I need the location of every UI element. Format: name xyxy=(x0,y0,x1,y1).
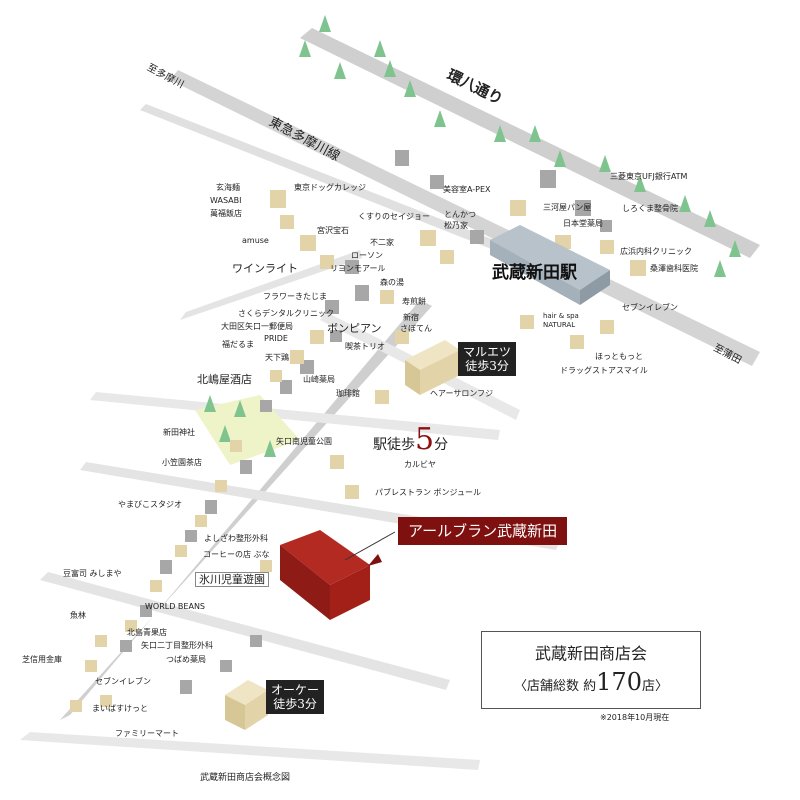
info-title: 武蔵新田商店会 xyxy=(534,644,647,663)
okay-tag: オーケー 徒歩3分 xyxy=(266,680,325,714)
shop-label: つばめ薬局 xyxy=(166,655,206,664)
road-low-cross xyxy=(40,572,450,690)
shop-label: ドラッグストアスマイル xyxy=(560,366,648,375)
shop-label: 宮沢宝石 xyxy=(317,226,349,235)
property-building xyxy=(280,530,370,620)
info-count-prefix: 〈店舗総数 約 xyxy=(514,679,597,694)
shop-label: リヨンモアール xyxy=(330,264,386,273)
station-walk-suffix: 分 xyxy=(434,437,449,453)
shop-label: ワインライト xyxy=(232,262,298,275)
station-building xyxy=(490,225,610,305)
shop-label: よしざわ整形外科 xyxy=(204,534,268,543)
shop-label: 豆富司 みしまや xyxy=(63,569,122,578)
shop-label: 矢口南児童公園 xyxy=(276,437,332,446)
shop-label: 東京ドッグカレッジ xyxy=(294,183,366,192)
shop-label: 日本堂薬局 xyxy=(563,219,603,228)
shop-label: 三菱東京UFJ銀行ATM xyxy=(610,172,688,181)
shop-label: NATURAL xyxy=(543,321,576,329)
shop-label: 矢口二丁目整形外科 xyxy=(141,641,213,650)
shop-label: フラワーきたじま xyxy=(263,292,327,301)
info-count-number: 170 xyxy=(596,668,642,696)
road-upper xyxy=(140,104,520,258)
info-note: ※2018年10月現在 xyxy=(600,713,670,722)
shop-label: 松乃家 xyxy=(444,221,468,230)
shop-label: 芝信用金庫 xyxy=(22,655,62,664)
okay-name: オーケー xyxy=(271,683,320,697)
maruetsu-building xyxy=(405,340,460,395)
shop-label: さくらデンタルクリニック xyxy=(238,309,334,318)
shop-label: やまびこスタジオ xyxy=(118,500,182,509)
shop-label: 広浜内科クリニック xyxy=(620,247,692,256)
shop-label: 美容室A-PEX xyxy=(443,185,491,194)
shop-label: 萬福飯店 xyxy=(210,209,242,218)
shop-label: 不二家 xyxy=(370,238,394,247)
info-shop-count: 〈店舗総数 約170店〉 xyxy=(482,668,700,696)
shopping-district-info: 武蔵新田商店会 〈店舗総数 約170店〉 xyxy=(481,631,701,709)
road-left-diag xyxy=(180,250,362,320)
tan-buildings xyxy=(70,190,646,712)
station-name: 武蔵新田駅 xyxy=(492,263,577,283)
shop-label: パブレストラン ボンジュール xyxy=(375,488,481,497)
shop-label: ファミリーマート xyxy=(115,729,179,738)
shop-label: WORLD BEANS xyxy=(145,602,206,611)
property-arrow xyxy=(368,554,382,566)
maruetsu-tag: マルエツ 徒歩3分 xyxy=(458,342,517,376)
shop-label: 氷川児童遊園 xyxy=(195,572,269,587)
road-main-shopping xyxy=(60,300,432,720)
maruetsu-name: マルエツ xyxy=(463,345,512,359)
shop-label: ほっともっと xyxy=(595,352,643,361)
shop-label: 三河屋パン屋 xyxy=(543,203,592,212)
shop-label: とんかつ xyxy=(444,210,476,219)
shop-label: セブンイレブン xyxy=(622,303,678,312)
shop-label: 天下鶏 xyxy=(265,353,289,362)
shop-label: セブンイレブン xyxy=(95,677,151,686)
property-name-tag: アールブラン武蔵新田 xyxy=(398,517,568,545)
shop-label: 玄海麺 xyxy=(216,183,240,192)
shop-label: 北嶋屋酒店 xyxy=(197,373,252,386)
shop-label: 大田区矢口一郵便局 xyxy=(221,322,293,331)
shop-label: amuse xyxy=(242,236,269,245)
info-count-suffix: 店〉 xyxy=(641,679,668,694)
okay-building xyxy=(225,680,268,730)
shop-label: ボンピアン xyxy=(327,322,382,335)
shinden-park-area xyxy=(195,395,300,465)
shop-label: ヘアーサロンフジ xyxy=(430,389,494,398)
shop-label: さぼてん xyxy=(400,324,432,333)
property-leader-line xyxy=(344,531,396,561)
shop-label: 福だるま xyxy=(222,340,254,349)
shop-label: コーヒーの店 ぶな xyxy=(203,550,270,559)
shop-label: 山崎薬局 xyxy=(303,375,335,384)
gray-buildings xyxy=(120,150,612,694)
shop-label: しろくま整骨院 xyxy=(622,204,678,213)
shop-label: 森の湯 xyxy=(380,278,404,287)
shop-label: 魚林 xyxy=(70,611,86,620)
shop-label: 新宿 xyxy=(403,313,419,322)
shop-label: 小笠園茶店 xyxy=(162,458,202,467)
shop-label: ローソン xyxy=(351,251,383,260)
station-walk-prefix: 駅徒歩 xyxy=(373,437,415,453)
map-caption: 武蔵新田商店会概念図 xyxy=(200,773,291,783)
shop-label: カルビヤ xyxy=(404,460,436,469)
shop-label: くすりのセイジョー xyxy=(358,212,430,221)
shop-label: 北島青果店 xyxy=(127,628,167,637)
shop-label: まいばすけっと xyxy=(92,704,148,713)
road-kanpachi xyxy=(300,28,760,258)
maruetsu-walk: 徒歩3分 xyxy=(465,359,509,373)
shop-label: 喫茶トリオ xyxy=(345,342,385,351)
road-bottom xyxy=(20,732,480,770)
shop-label: PRIDE xyxy=(264,334,288,343)
road-tokyu-line xyxy=(170,70,760,366)
shop-label: hair & spa xyxy=(543,312,579,320)
shop-label: 珈琲館 xyxy=(336,389,360,398)
road-cross-3 xyxy=(90,392,500,440)
shop-label: WASABI xyxy=(210,196,242,205)
okay-walk: 徒歩3分 xyxy=(273,697,317,711)
shop-label: 新田神社 xyxy=(163,428,195,437)
shop-label: 寿煎餅 xyxy=(402,297,426,306)
trees xyxy=(204,15,741,457)
shop-label: 桑澤歯科医院 xyxy=(650,264,698,273)
station-walk-minutes: 5 xyxy=(415,422,435,457)
station-walk-time: 駅徒歩5分 xyxy=(373,422,448,457)
